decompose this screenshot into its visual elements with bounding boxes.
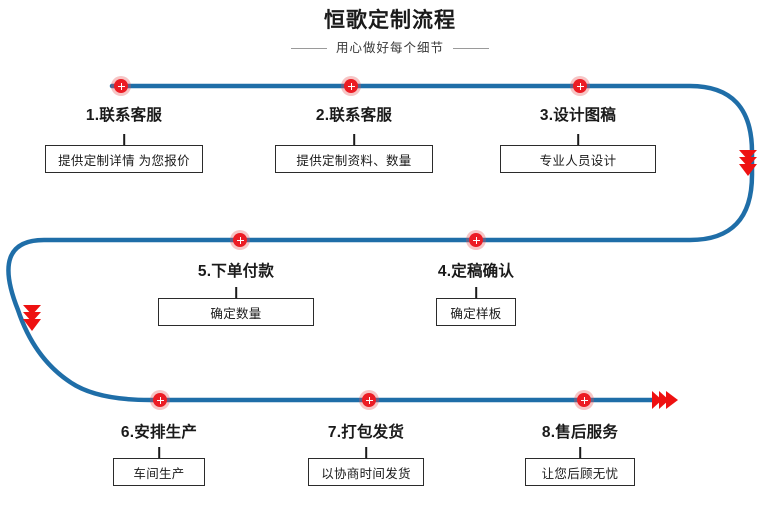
step-desc-box-4: 确定样板 [436, 298, 516, 326]
arrow-end-right-icon [652, 391, 678, 409]
subtitle-rule-left [290, 47, 327, 49]
plus-icon [344, 79, 358, 93]
step-marker-3[interactable] [570, 76, 590, 96]
step-desc-box-2: 提供定制资料、数量 [275, 145, 433, 173]
step-label-3: 3.设计图稿 [539, 107, 617, 124]
plus-icon [233, 233, 247, 247]
step-connector-tick-3 [577, 134, 579, 145]
plus-icon [577, 393, 591, 407]
step-desc-box-3: 专业人员设计 [500, 145, 656, 173]
step-connector-tick-1 [123, 134, 125, 145]
step-label-1: 1.联系客服 [85, 107, 163, 124]
step-marker-2[interactable] [341, 76, 361, 96]
step-desc-box-6: 车间生产 [113, 458, 205, 486]
step-marker-8[interactable] [574, 390, 594, 410]
flow-path [6, 83, 755, 403]
page-header: 恒歌定制流程 用心做好每个细节 [0, 8, 780, 56]
step-marker-5[interactable] [230, 230, 250, 250]
plus-icon [362, 393, 376, 407]
plus-icon [469, 233, 483, 247]
step-label-6: 6.安排生产 [120, 424, 198, 441]
step-connector-tick-7 [365, 447, 367, 458]
step-marker-1[interactable] [111, 76, 131, 96]
step-connector-tick-8 [579, 447, 581, 458]
step-connector-tick-5 [235, 287, 237, 298]
subtitle-rule-right [453, 47, 489, 49]
page-title: 恒歌定制流程 [324, 9, 456, 32]
plus-icon [153, 393, 167, 407]
step-connector-tick-4 [475, 287, 477, 298]
arrow-down-right-icon [739, 150, 757, 176]
step-label-8: 8.售后服务 [541, 424, 619, 441]
step-label-4: 4.定稿确认 [437, 263, 515, 280]
arrow-down-left-icon [23, 305, 41, 331]
page-subtitle: 用心做好每个细节 [335, 41, 444, 55]
step-connector-tick-6 [158, 447, 160, 458]
step-label-7: 7.打包发货 [327, 424, 405, 441]
plus-icon [573, 79, 587, 93]
step-label-5: 5.下单付款 [197, 263, 275, 280]
step-connector-tick-2 [353, 134, 355, 145]
step-marker-6[interactable] [150, 390, 170, 410]
step-desc-box-7: 以协商时间发货 [308, 458, 424, 486]
plus-icon [114, 79, 128, 93]
step-label-2: 2.联系客服 [315, 107, 393, 124]
step-desc-box-8: 让您后顾无忧 [525, 458, 635, 486]
subtitle-row: 用心做好每个细节 [0, 40, 780, 56]
step-desc-box-1: 提供定制详情 为您报价 [45, 145, 203, 173]
step-desc-box-5: 确定数量 [158, 298, 314, 326]
step-marker-7[interactable] [359, 390, 379, 410]
step-marker-4[interactable] [466, 230, 486, 250]
